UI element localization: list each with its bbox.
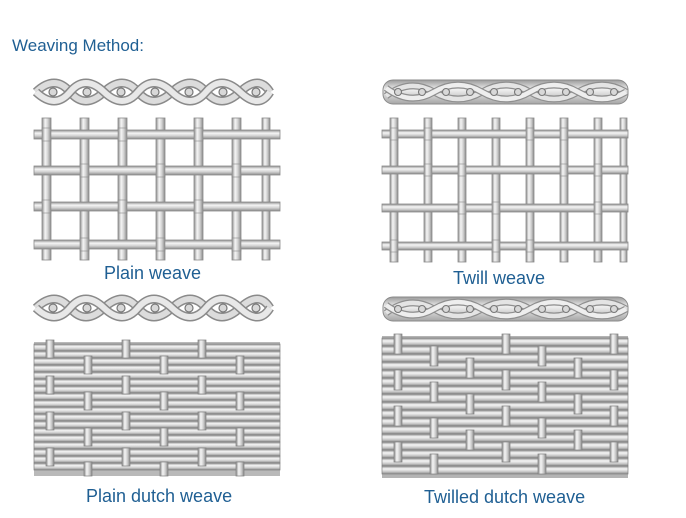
twill-weave-mesh — [381, 117, 629, 263]
plain-dutch-weave-cross-section — [32, 294, 274, 322]
plain-dutch-weave-mesh — [33, 339, 281, 477]
twilled-dutch-weave-caption: Twilled dutch weave — [424, 487, 586, 507]
plain-dutch-weave-caption: Plain dutch weave — [86, 486, 233, 506]
page-title: Weaving Method: — [12, 36, 144, 55]
plain-weave-panel — [32, 78, 281, 261]
plain-weave-cross-section — [32, 78, 274, 106]
twill-weave-cross-section — [382, 79, 629, 105]
plain-weave-mesh — [33, 117, 281, 261]
twill-weave-caption: Twill weave — [453, 268, 546, 288]
twilled-dutch-weave-cross-section — [382, 296, 629, 322]
plain-weave-caption: Plain weave — [104, 263, 202, 283]
twill-weave-panel — [381, 79, 629, 263]
twilled-dutch-weave-panel — [381, 296, 629, 478]
twilled-dutch-weave-mesh — [381, 333, 629, 478]
plain-dutch-weave-panel — [32, 294, 281, 477]
